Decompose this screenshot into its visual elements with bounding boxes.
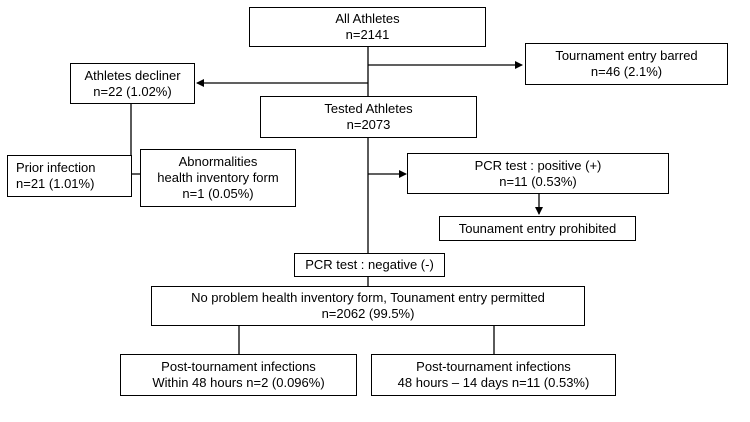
- athletes-decliner-count: n=22 (1.02%): [93, 83, 172, 99]
- tested-athletes-count: n=2073: [346, 117, 391, 132]
- post-tournament-infections-14d-box: Post-tournament infections 48 hours – 14…: [371, 354, 616, 396]
- infections-14d-title: Post-tournament infections: [416, 359, 571, 374]
- pcr-positive-box: PCR test : positive (+) n=11 (0.53%): [407, 153, 669, 194]
- prior-infection-box: Prior infection n=21 (1.01%): [7, 155, 132, 197]
- prior-infection-title: Prior infection: [16, 160, 96, 175]
- athletes-decliner-box: Athletes decliner n=22 (1.02%): [70, 63, 195, 104]
- pcr-negative-box: PCR test : negative (-): [294, 253, 445, 277]
- entry-prohibited-box: Tounament entry prohibited: [439, 216, 636, 241]
- abnormalities-title: Abnormalities: [178, 154, 258, 169]
- prior-infection-count: n=21 (1.01%): [16, 176, 95, 191]
- entry-permitted-box: No problem health inventory form, Tounam…: [151, 286, 585, 326]
- abnormalities-box: Abnormalities health inventory form n=1 …: [140, 149, 296, 207]
- abnormalities-count: n=1 (0.05%): [182, 186, 254, 201]
- all-athletes-count: n=2141: [345, 27, 390, 42]
- infections-48h-title: Post-tournament infections: [161, 359, 316, 374]
- abnormalities-subtitle: health inventory form: [157, 170, 279, 185]
- tested-athletes-box: Tested Athletes n=2073: [260, 96, 477, 138]
- pcr-positive-count: n=11 (0.53%): [499, 173, 577, 189]
- all-athletes-title: All Athletes: [335, 11, 400, 26]
- all-athletes-box: All Athletes n=2141: [249, 7, 486, 47]
- athletes-decliner-title: Athletes decliner: [84, 67, 181, 83]
- entry-barred-box: Tournament entry barred n=46 (2.1%): [525, 43, 728, 85]
- entry-permitted-count: n=2062 (99.5%): [321, 306, 415, 321]
- infections-48h-count: Within 48 hours n=2 (0.096%): [152, 375, 325, 390]
- entry-barred-count: n=46 (2.1%): [590, 64, 663, 79]
- infections-14d-count: 48 hours – 14 days n=11 (0.53%): [397, 375, 590, 390]
- entry-barred-title: Tournament entry barred: [555, 48, 698, 63]
- tested-athletes-title: Tested Athletes: [324, 101, 413, 116]
- pcr-negative-title: PCR test : negative (-): [305, 257, 434, 272]
- entry-prohibited-title: Tounament entry prohibited: [458, 220, 617, 236]
- post-tournament-infections-48h-box: Post-tournament infections Within 48 hou…: [120, 354, 357, 396]
- entry-permitted-title: No problem health inventory form, Tounam…: [191, 290, 545, 305]
- pcr-positive-title: PCR test : positive (+): [474, 157, 602, 173]
